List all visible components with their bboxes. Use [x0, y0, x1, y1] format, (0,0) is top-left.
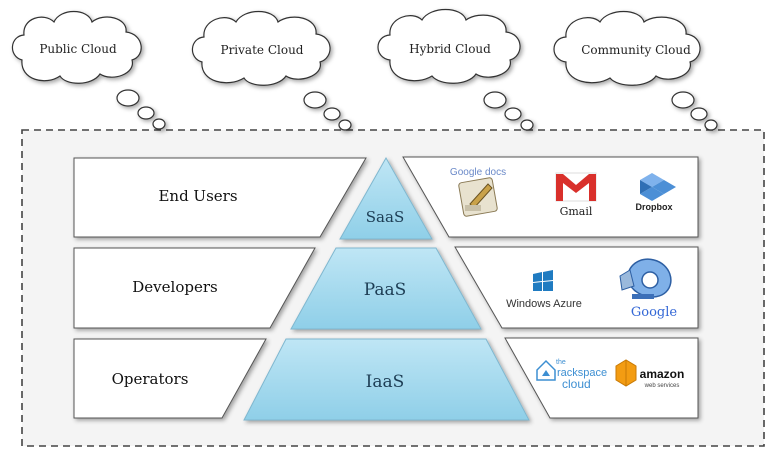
amazon-icon: [615, 359, 637, 387]
windows-azure-icon: [533, 270, 553, 291]
service-label-saas: SaaS: [366, 208, 404, 226]
google-docs-label: Google docs: [450, 167, 506, 178]
google-app-engine-logo: Google: [619, 258, 678, 320]
rackspace-name: rackspace: [557, 367, 607, 379]
google-app-engine-icon: [619, 258, 672, 299]
cloud-label: Community Cloud: [581, 43, 691, 57]
cloud-public: Public Cloud: [11, 10, 166, 130]
gmail-label: Gmail: [560, 205, 593, 218]
cloud-label: Hybrid Cloud: [409, 42, 491, 56]
cloud-icon: [553, 10, 718, 131]
rackspace-icon: [536, 359, 556, 381]
cloud-community: Community Cloud: [553, 10, 718, 131]
provider-panel-iaas: [504, 337, 699, 419]
windows-azure-logo: Windows Azure: [506, 270, 582, 310]
rackspace-cloud: cloud: [562, 377, 591, 391]
gmail-icon: [555, 172, 597, 202]
dropbox-label: Dropbox: [636, 202, 673, 212]
cloud-icon: [377, 8, 534, 131]
dropbox-logo: Dropbox: [636, 173, 676, 212]
google-docs-icon: [458, 177, 498, 217]
google-label: Google: [631, 305, 678, 320]
cloud-label: Public Cloud: [39, 42, 117, 56]
google-docs-logo: Google docs: [450, 167, 506, 217]
pyramid-tier-iaas: [243, 338, 530, 421]
role-label-end-users: End Users: [158, 187, 237, 205]
service-pyramid: SaaS PaaS IaaS: [243, 156, 530, 421]
windows-azure-label: Windows Azure: [506, 298, 582, 310]
cloud-icon: [11, 10, 166, 130]
role-panel-end-users: [73, 157, 367, 238]
role-panel-developers: [73, 247, 316, 329]
cloud-private: Private Cloud: [191, 10, 352, 131]
amazon-name: amazon: [640, 367, 685, 381]
service-label-iaas: IaaS: [366, 372, 405, 392]
role-label-developers: Developers: [132, 278, 217, 296]
service-label-paas: PaaS: [364, 280, 407, 300]
pyramid-tier-paas: [290, 247, 482, 330]
cloud-icon: [191, 10, 352, 131]
gmail-logo: Gmail: [555, 172, 597, 218]
amazon-sub: web services: [644, 383, 680, 389]
rackspace-the: the: [556, 359, 566, 366]
rackspace-logo: the rackspace cloud: [536, 359, 607, 391]
dropbox-icon: [640, 173, 676, 201]
role-panel-operators: [73, 338, 267, 419]
cloud-label: Private Cloud: [221, 43, 304, 57]
amazon-logo: amazon web services: [615, 359, 685, 389]
pyramid-tier-saas: [339, 156, 433, 240]
role-label-operators: Operators: [112, 370, 189, 388]
cloud-hybrid: Hybrid Cloud: [377, 8, 534, 131]
provider-panel-saas: [402, 156, 699, 238]
